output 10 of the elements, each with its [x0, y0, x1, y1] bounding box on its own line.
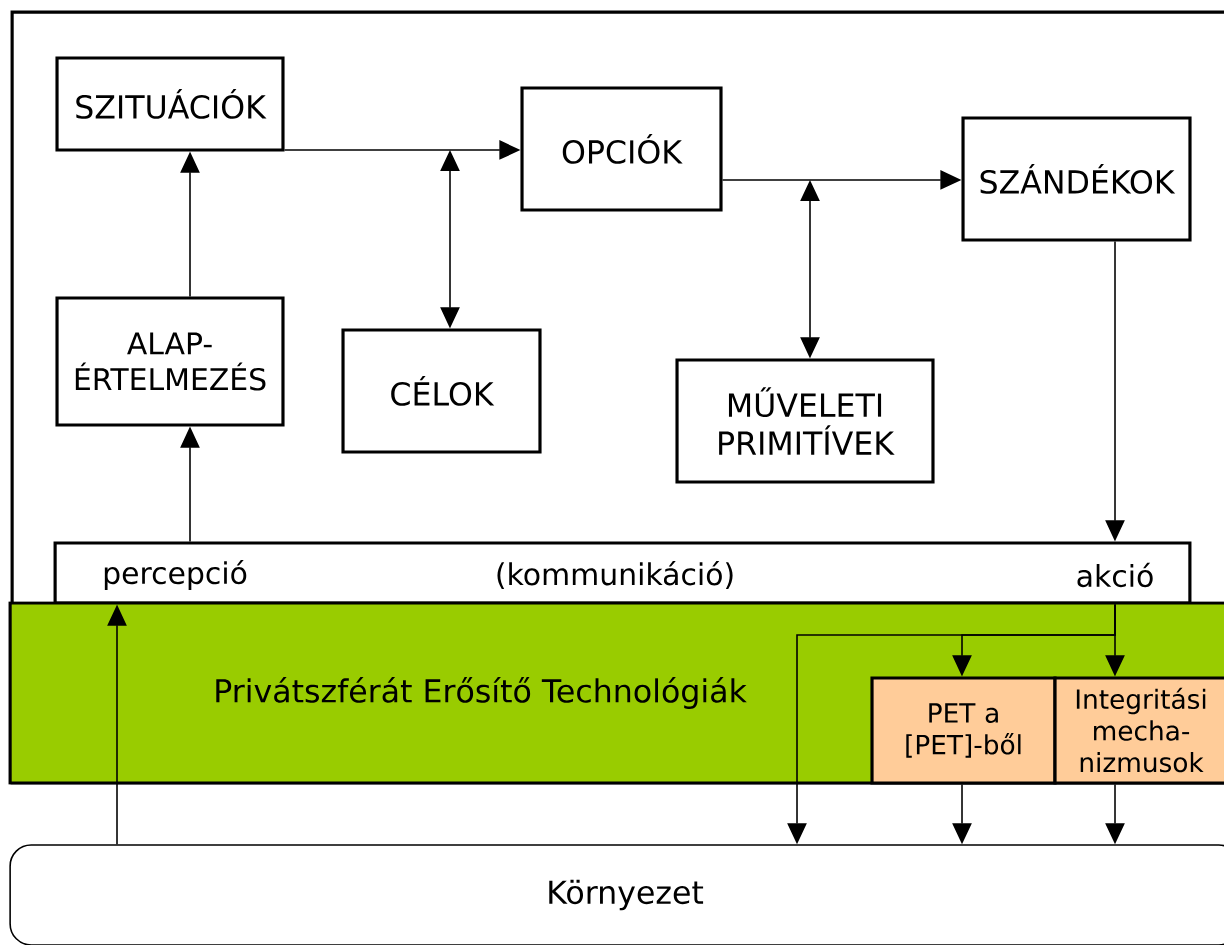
- process-box: SZÁNDÉKOK: [961, 116, 1192, 242]
- process-box: CÉLOK: [341, 328, 542, 454]
- process-box: OPCIÓK: [520, 86, 723, 212]
- environment-box: Környezet: [9, 844, 1224, 945]
- component-box: Integritási mecha- nizmusok: [1053, 676, 1224, 785]
- communication-bar: percepció (kommunikáció) akció: [53, 541, 1192, 605]
- process-box: SZITUÁCIÓK: [55, 56, 285, 152]
- process-box: MŰVELETI PRIMITÍVEK: [675, 358, 935, 484]
- component-box: PET a [PET]-ből: [870, 676, 1057, 785]
- process-box: ALAP- ÉRTELMEZÉS: [55, 296, 285, 427]
